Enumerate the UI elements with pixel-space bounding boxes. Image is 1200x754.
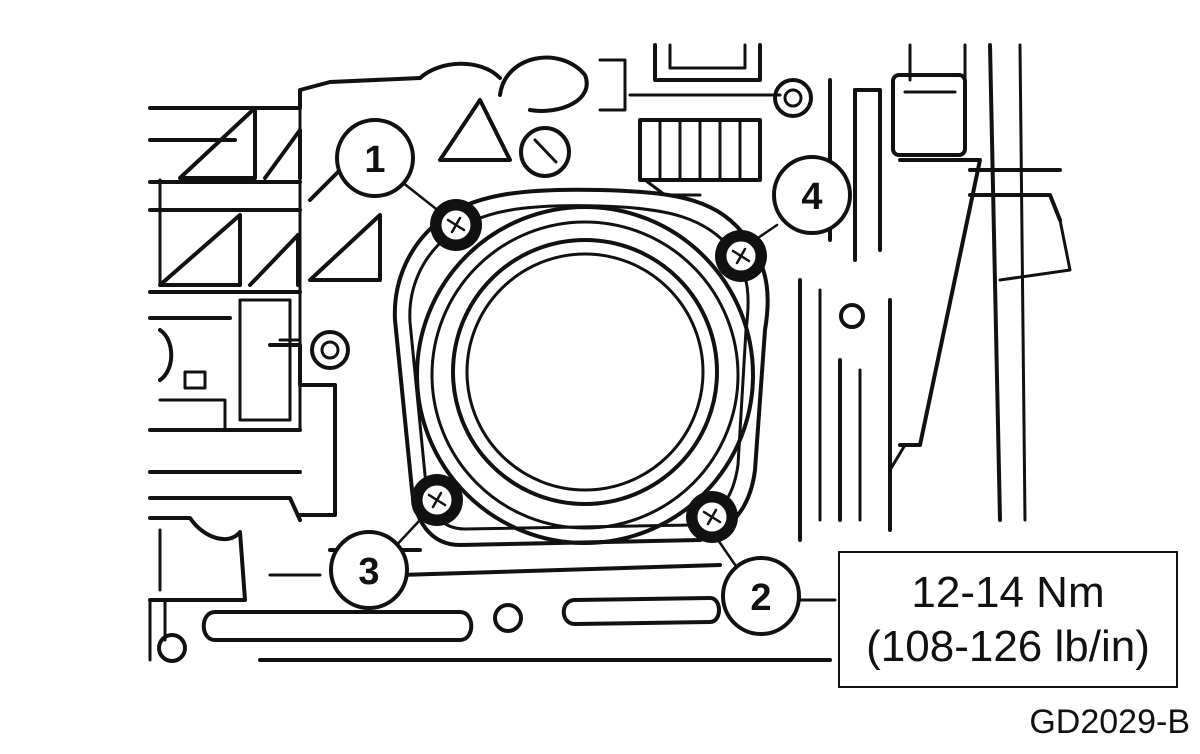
valve-body-housing xyxy=(148,76,512,642)
top-components xyxy=(418,43,813,197)
bolt-4 xyxy=(715,230,767,282)
callout-label-4: 4 xyxy=(801,176,822,218)
torque-spec-box: 12-14 Nm (108-126 lb/in) xyxy=(838,551,1178,688)
figure-id-label: GD2029-B xyxy=(1029,703,1190,741)
callout-label-1: 1 xyxy=(364,139,385,181)
cover-bolts xyxy=(310,199,767,543)
callout-circle-4 xyxy=(772,155,852,235)
callout-circles xyxy=(329,118,852,636)
right-housing xyxy=(798,43,1072,542)
cover-plate xyxy=(392,187,770,547)
callout-label-2: 2 xyxy=(750,577,771,619)
callout-circle-3 xyxy=(329,530,409,610)
callout-circle-1 xyxy=(335,118,415,198)
bolt-3 xyxy=(411,474,463,526)
torque-metric: 12-14 Nm xyxy=(911,567,1105,617)
callout-circle-2 xyxy=(721,556,801,636)
callout-label-3: 3 xyxy=(358,551,379,593)
bolt-1 xyxy=(430,199,482,251)
torque-imperial: (108-126 lb/in) xyxy=(866,621,1150,671)
bolt-2 xyxy=(686,491,738,543)
